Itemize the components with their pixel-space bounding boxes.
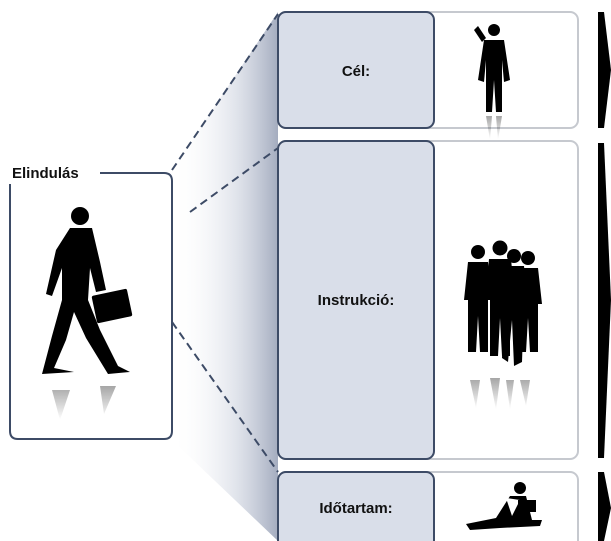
- row-instruction-label-panel: [277, 140, 435, 460]
- right-arrow-shape-3: [598, 472, 611, 541]
- right-arrow-band: [598, 12, 611, 541]
- row-instruction-label: Instrukció:: [318, 292, 395, 309]
- right-arrow-shape-1: [598, 12, 611, 128]
- businessman-on-phone-icon: [474, 24, 510, 140]
- connector-fan: [172, 12, 278, 541]
- start-box-frame: [9, 172, 173, 440]
- connector-line-3: [171, 321, 279, 473]
- business-team-icon: [464, 240, 542, 410]
- row-instruction: Instrukció:: [277, 140, 579, 460]
- dashed-connectors: [171, 13, 279, 473]
- row-goal-label-panel: [277, 11, 435, 129]
- row-duration-label-panel: [277, 471, 435, 541]
- person-with-laptop-icon: [466, 482, 542, 530]
- right-arrow-shape-2: [598, 143, 611, 458]
- connector-line-1: [171, 13, 279, 171]
- row-goal: Cél:: [277, 11, 579, 140]
- walking-businessman-icon: [42, 207, 133, 420]
- row-duration: Időtartam:: [277, 471, 579, 541]
- connector-line-2: [189, 147, 279, 213]
- start-box: Elindulás: [8, 160, 173, 440]
- row-duration-label: Időtartam:: [319, 500, 392, 517]
- start-label: Elindulás: [12, 165, 79, 182]
- row-goal-label: Cél:: [342, 63, 370, 80]
